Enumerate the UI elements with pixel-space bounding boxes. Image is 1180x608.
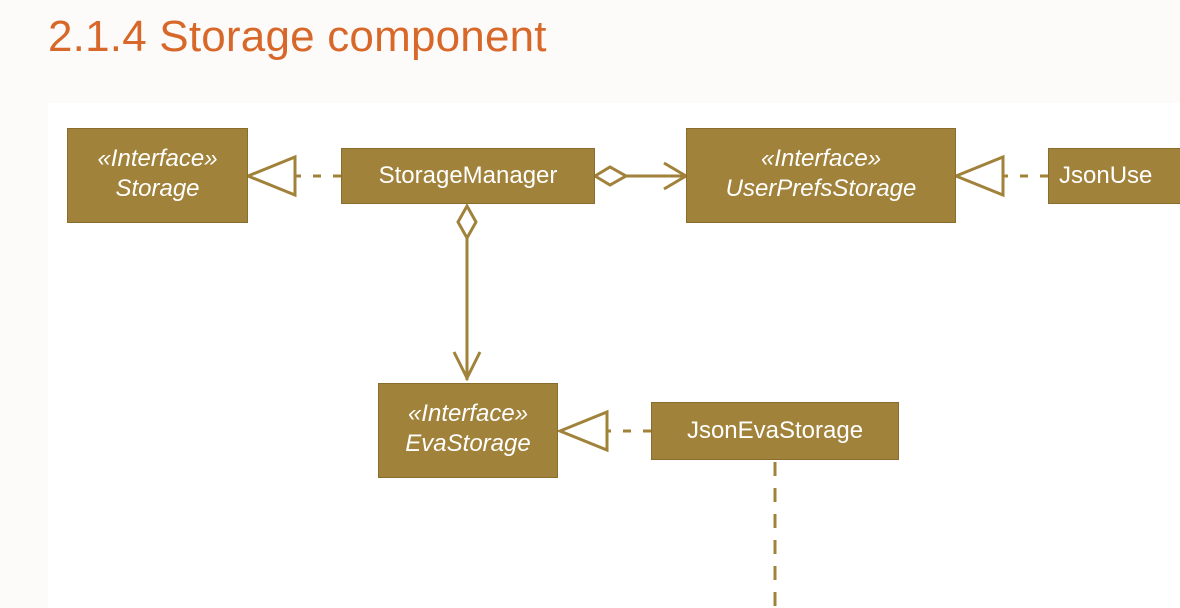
open-arrowhead [452,351,482,382]
interface-name: UserPrefsStorage [725,175,917,202]
stereotype-label: «Interface» [760,145,882,172]
node-eva-storage-interface: «Interface» EvaStorage [378,383,558,478]
realization-arrowhead [555,409,609,453]
node-json-userprefs-storage: JsonUse [1048,148,1180,204]
node-storage-manager: StorageManager [341,148,595,204]
interface-name: Storage [115,175,200,202]
realization-arrowhead [243,154,297,198]
class-name: StorageManager [378,162,558,189]
interface-name: EvaStorage [405,430,531,457]
realization-arrowhead [951,154,1005,198]
node-json-eva-storage: JsonEvaStorage [651,402,899,460]
class-name: JsonEvaStorage [686,417,864,444]
page-title: 2.1.4 Storage component [48,12,547,61]
node-storage-interface: «Interface» Storage [67,128,248,223]
node-userprefs-storage-interface: «Interface» UserPrefsStorage [686,128,956,223]
stereotype-label: «Interface» [407,400,529,427]
aggregation-diamond [456,202,478,242]
stereotype-label: «Interface» [97,145,218,172]
class-name: JsonUse [1059,162,1153,189]
aggregation-diamond [592,165,630,187]
